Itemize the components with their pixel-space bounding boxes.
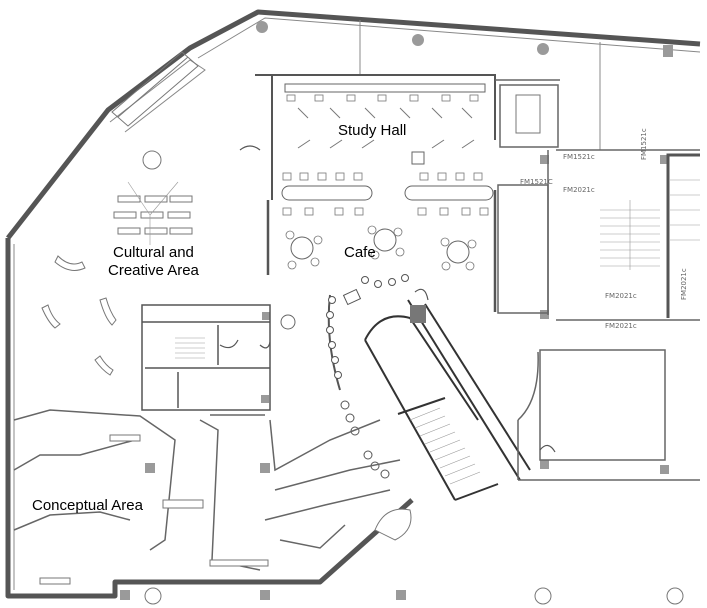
cultural-area-label-line1: Cultural and [113,244,194,261]
service-block [141,304,271,411]
columns [120,21,673,600]
conference-table [515,94,541,134]
study-chairs [282,94,489,216]
room-code: FM2021c [605,292,637,300]
service-stairs [175,337,205,359]
cafe-label: Cafe [344,244,376,261]
radiating-lines [127,181,179,245]
cafe-tables [280,228,470,330]
cafe-chairs [285,225,477,271]
study-hall-label: Study Hall [338,122,407,139]
room-code: FM2021c [563,186,595,194]
room-code: FM1521c [563,153,595,161]
window-bar [111,51,199,127]
conceptual-furniture [39,434,412,585]
room-code: FM2021c [605,322,637,330]
room-code: FM1521c [640,128,648,160]
conceptual-area-label: Conceptual Area [32,497,143,514]
column-rings [144,587,684,605]
conceptual-walls [13,409,401,571]
cultural-furniture [41,150,193,376]
cafe-counter [326,274,409,479]
study-desks-diagonal [297,107,475,149]
east-stairs [600,179,700,270]
escalator [364,299,531,501]
thin-walls [13,17,701,590]
exterior-walls [5,9,701,599]
escalator-steps [409,407,481,485]
east-rooms [495,79,700,481]
study-tables [281,83,494,201]
escalator-block [410,305,426,323]
door-swings [219,145,556,453]
room-code: FM2021c [680,268,688,300]
room-code: FM1521C [520,178,553,186]
cultural-area-label-line2: Creative Area [108,262,199,279]
east-wall [666,153,700,318]
study-hall-room [255,74,497,312]
